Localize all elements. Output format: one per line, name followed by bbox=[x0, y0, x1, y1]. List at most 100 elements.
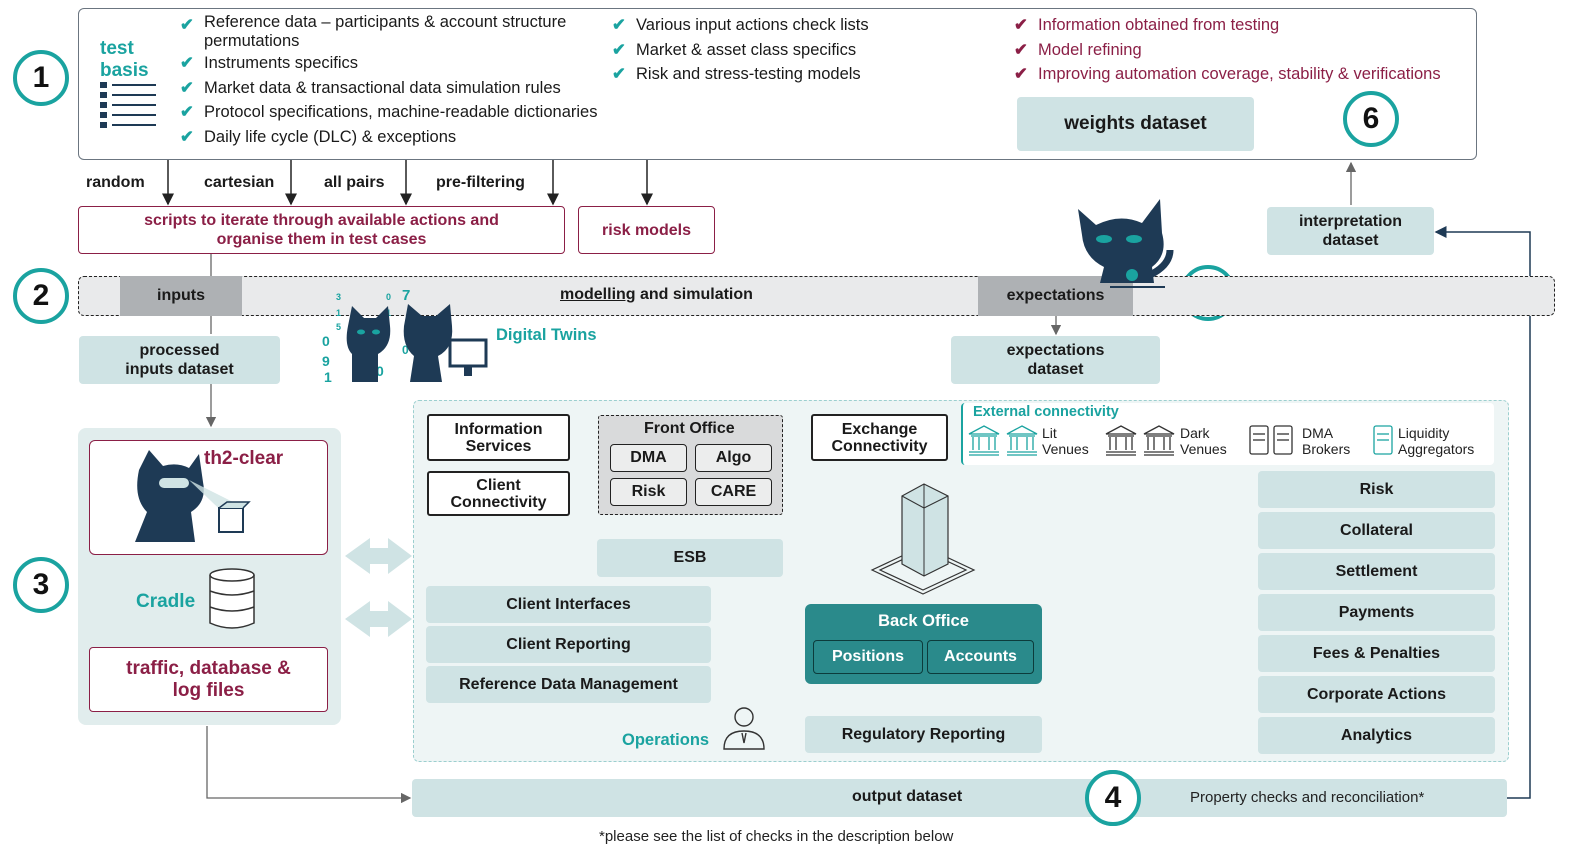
inputs-box: inputs bbox=[120, 276, 242, 316]
right-box-settlement: Settlement bbox=[1258, 553, 1495, 590]
svg-text:0: 0 bbox=[376, 363, 384, 379]
esb-box: ESB bbox=[597, 539, 783, 577]
list-item: ✔Various input actions check lists bbox=[612, 13, 942, 38]
information-services-box: Information Services bbox=[427, 414, 570, 461]
fo-care: CARE bbox=[695, 478, 772, 506]
check-icon: ✔ bbox=[180, 103, 194, 121]
test-basis-list-3: ✔Information obtained from testing ✔Mode… bbox=[1014, 13, 1474, 87]
footnote: *please see the list of checks in the de… bbox=[599, 828, 954, 845]
list-item: ✔Improving automation coverage, stabilit… bbox=[1014, 62, 1474, 87]
right-box-collateral: Collateral bbox=[1258, 512, 1495, 549]
external-connectivity-panel bbox=[961, 403, 1494, 465]
dma-brokers-label: DMA Brokers bbox=[1302, 425, 1351, 457]
list-icon bbox=[100, 82, 156, 128]
cradle-label: Cradle bbox=[136, 591, 196, 612]
reference-data-management-box: Reference Data Management bbox=[426, 666, 711, 703]
check-icon: ✔ bbox=[612, 65, 626, 83]
person-icon bbox=[723, 707, 765, 750]
check-icon: ✔ bbox=[180, 127, 194, 146]
back-office-title: Back Office bbox=[878, 612, 969, 630]
processed-inputs-dataset: processed inputs dataset bbox=[79, 336, 280, 384]
right-box-risk: Risk bbox=[1258, 471, 1495, 508]
test-basis-list-1: ✔Reference data – participants & account… bbox=[180, 13, 610, 149]
list-item: ✔Reference data – participants & account… bbox=[180, 13, 567, 50]
step-2-badge: 2 bbox=[13, 268, 69, 324]
svg-text:1: 1 bbox=[324, 369, 332, 385]
client-connectivity-box: Client Connectivity bbox=[427, 471, 570, 516]
check-icon: ✔ bbox=[1014, 65, 1028, 83]
list-item: ✔Risk and stress-testing models bbox=[612, 62, 942, 87]
svg-text:0: 0 bbox=[386, 292, 391, 302]
regulatory-reporting-box: Regulatory Reporting bbox=[805, 716, 1042, 753]
svg-text:5: 5 bbox=[336, 322, 341, 332]
output-dataset-label: output dataset bbox=[852, 788, 963, 805]
check-icon: ✔ bbox=[612, 40, 626, 59]
right-box-corporate-actions: Corporate Actions bbox=[1258, 676, 1495, 713]
right-box-analytics: Analytics bbox=[1258, 717, 1495, 754]
list-item: ✔Daily life cycle (DLC) & exceptions bbox=[180, 125, 610, 150]
th2-clear-label: th2-clear bbox=[204, 448, 284, 469]
svg-text:9: 9 bbox=[322, 353, 330, 369]
liquidity-aggregators-label: Liquidity Aggregators bbox=[1398, 425, 1475, 457]
expectations-dataset: expectations dataset bbox=[951, 336, 1160, 384]
list-item: ✔Market data & transactional data simula… bbox=[180, 76, 610, 101]
bo-accounts: Accounts bbox=[927, 640, 1034, 674]
lit-venues-label: Lit Venues bbox=[1042, 425, 1089, 457]
check-icon: ✔ bbox=[180, 78, 194, 97]
bank-icon bbox=[968, 425, 1038, 456]
cat-icon bbox=[1078, 199, 1174, 288]
modelling-title: modelling and simulation bbox=[560, 286, 753, 303]
property-checks-label: Property checks and reconciliation* bbox=[1190, 789, 1425, 806]
building-icon bbox=[870, 483, 976, 595]
scripts-box: scripts to iterate through available act… bbox=[78, 206, 565, 254]
dark-venues-label: Dark Venues bbox=[1180, 425, 1227, 457]
check-icon: ✔ bbox=[612, 16, 626, 34]
traffic-box: traffic, database & log files bbox=[89, 647, 328, 712]
list-item: ✔Information obtained from testing bbox=[1014, 13, 1474, 38]
server-icon bbox=[1249, 425, 1293, 455]
check-icon: ✔ bbox=[1014, 40, 1028, 59]
list-item: ✔Instruments specifics bbox=[180, 51, 610, 76]
interpretation-dataset: interpretation dataset bbox=[1267, 207, 1434, 255]
database-icon bbox=[209, 568, 255, 629]
fo-algo: Algo bbox=[695, 444, 772, 472]
check-icon: ✔ bbox=[1014, 16, 1028, 34]
svg-text:0: 0 bbox=[322, 333, 330, 349]
fo-dma: DMA bbox=[610, 444, 687, 472]
digital-twins-cats-icon: 091 315 017 00 bbox=[322, 287, 488, 385]
modelling-bar bbox=[78, 276, 1555, 316]
th2-cat-icon bbox=[135, 450, 251, 542]
client-interfaces-box: Client Interfaces bbox=[426, 586, 711, 623]
step-3-badge: 3 bbox=[13, 557, 69, 613]
right-box-payments: Payments bbox=[1258, 594, 1495, 631]
operations-label: Operations bbox=[622, 731, 710, 749]
step-6-badge: 6 bbox=[1343, 91, 1399, 147]
strategy-cartesian: cartesian bbox=[204, 174, 275, 191]
front-office-title: Front Office bbox=[644, 420, 735, 437]
svg-text:7: 7 bbox=[402, 287, 410, 304]
exchange-connectivity-box: Exchange Connectivity bbox=[811, 414, 948, 461]
list-item: ✔Protocol specifications, machine-readab… bbox=[180, 100, 610, 125]
strategy-pre-filtering: pre-filtering bbox=[436, 174, 525, 191]
aggregator-icon bbox=[1373, 425, 1393, 455]
check-icon: ✔ bbox=[180, 16, 194, 34]
test-basis-panel bbox=[78, 8, 1477, 160]
bo-positions: Positions bbox=[813, 640, 923, 674]
step-1-badge: 1 bbox=[13, 50, 69, 106]
check-icon: ✔ bbox=[180, 54, 194, 72]
svg-text:0: 0 bbox=[402, 343, 409, 357]
output-dataset-bar bbox=[412, 779, 1507, 817]
client-reporting-box: Client Reporting bbox=[426, 626, 711, 663]
right-box-fees-penalties: Fees & Penalties bbox=[1258, 635, 1495, 672]
test-basis-list-2: ✔Various input actions check lists ✔Mark… bbox=[612, 13, 942, 87]
risk-models-box: risk models bbox=[578, 206, 715, 254]
list-item: ✔Market & asset class specifics bbox=[612, 38, 942, 63]
bank-dark-icon bbox=[1105, 425, 1175, 456]
external-connectivity-title: External connectivity bbox=[973, 404, 1119, 420]
digital-twins-label: Digital Twins bbox=[496, 326, 597, 344]
svg-text:3: 3 bbox=[336, 292, 341, 302]
fo-risk: Risk bbox=[610, 478, 687, 506]
list-item: ✔Model refining bbox=[1014, 38, 1474, 63]
strategy-random: random bbox=[86, 174, 145, 191]
